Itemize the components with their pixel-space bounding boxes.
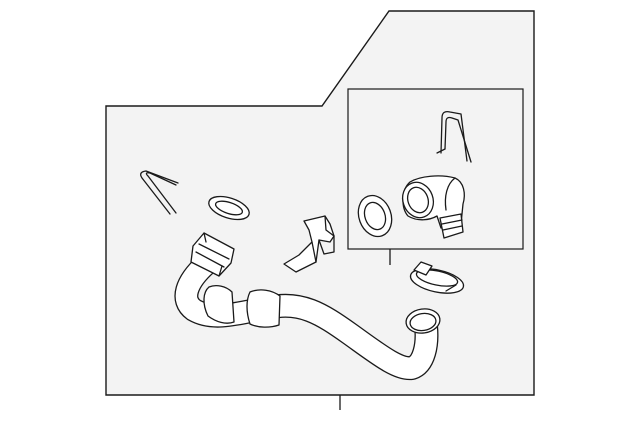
inset-elbow-connector xyxy=(401,175,465,239)
inset-o-ring-seal xyxy=(357,194,393,238)
hose-clamp xyxy=(409,261,465,294)
mounting-bracket xyxy=(283,215,335,273)
o-ring-seal xyxy=(208,195,250,221)
coolant-hose xyxy=(174,232,441,381)
inset-retaining-clip xyxy=(436,110,472,163)
spring-clip xyxy=(140,170,179,215)
